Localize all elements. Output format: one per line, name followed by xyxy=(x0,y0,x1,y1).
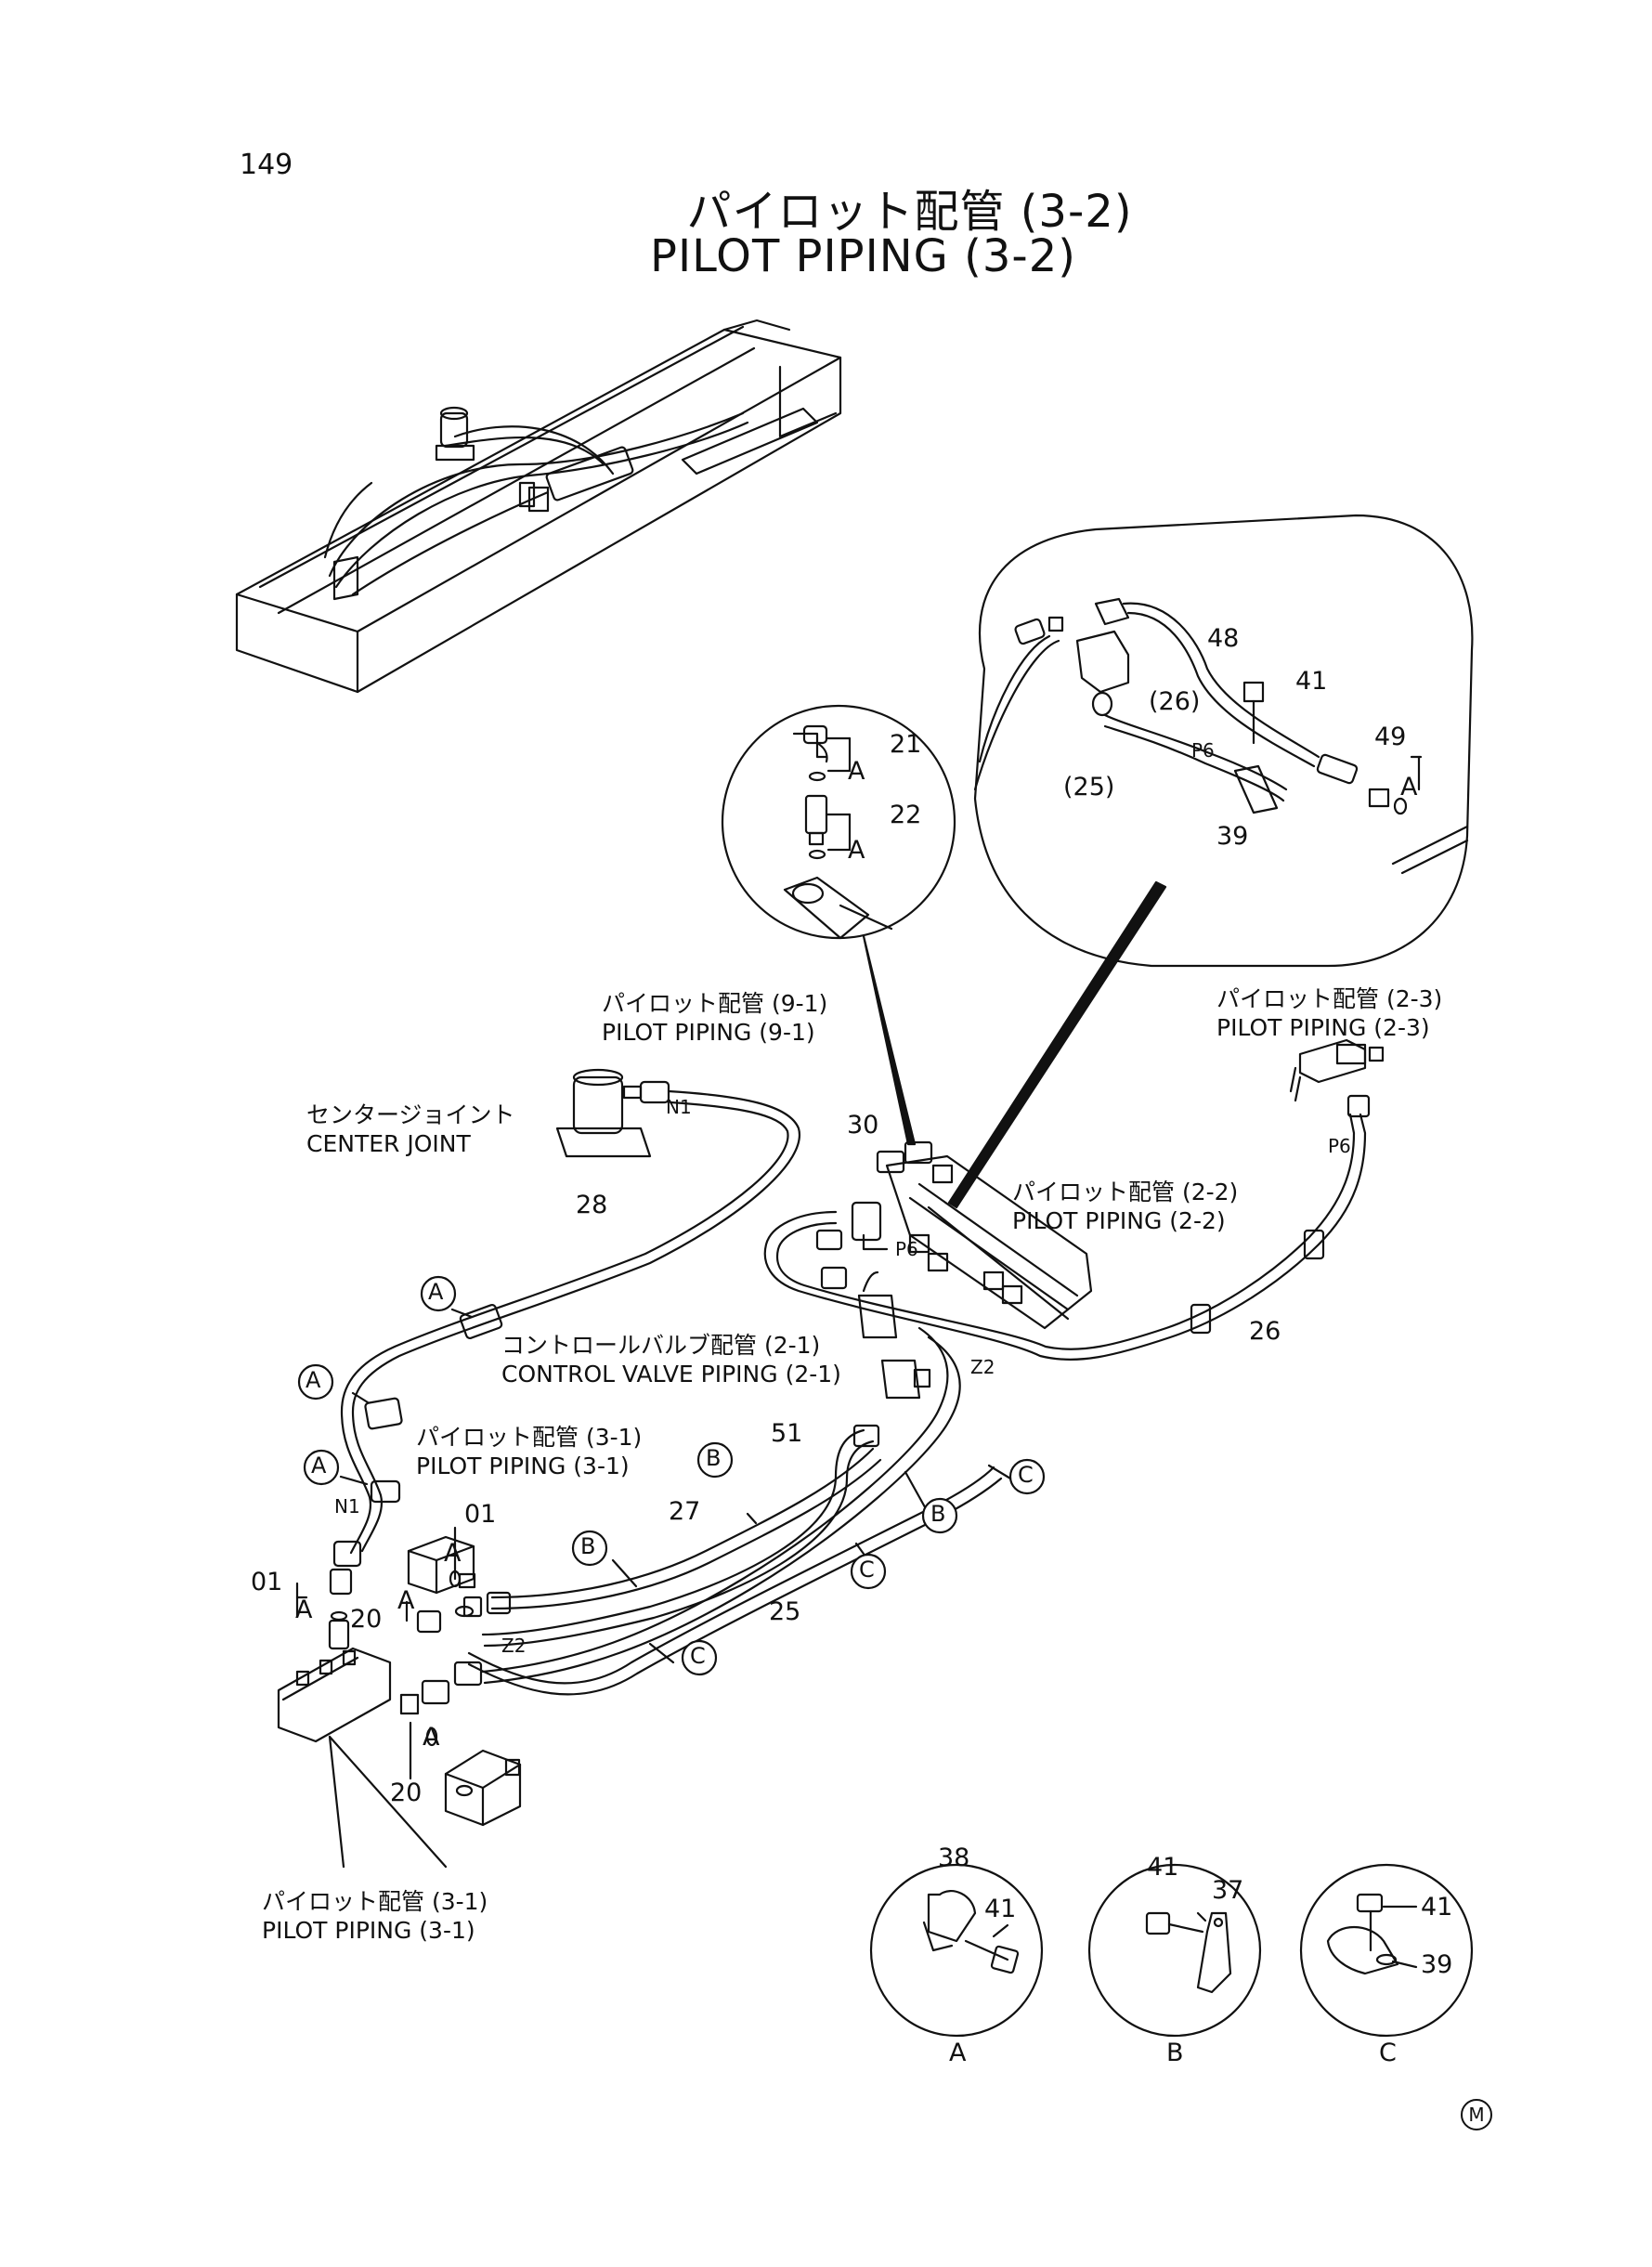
detail-c-part-41: 41 xyxy=(1421,1893,1453,1922)
callout-a-detail-1: A xyxy=(848,757,865,786)
callout-51: 51 xyxy=(771,1419,803,1448)
pipe-51 xyxy=(483,1430,864,1635)
clamp-label-c3: C xyxy=(690,1643,706,1669)
detail-leader-wedge-2 xyxy=(949,882,1165,1207)
control-valve-assembly xyxy=(817,1142,1091,1398)
callout-39-top: 39 xyxy=(1216,822,1249,851)
callout-25: 25 xyxy=(769,1597,801,1626)
callout-n1-top: N1 xyxy=(666,1096,692,1118)
clamp-label-b3: B xyxy=(930,1501,946,1527)
detail-a-part-38: 38 xyxy=(938,1844,970,1872)
detail-leader-wedge xyxy=(864,936,915,1144)
clamp-label-c1: C xyxy=(1018,1462,1034,1488)
clamp-label-a2: A xyxy=(306,1367,321,1393)
callout-n1-left: N1 xyxy=(334,1495,360,1518)
callout-26-paren: (26) xyxy=(1149,687,1201,716)
label-pilot-piping-3-1b-jp: パイロット配管 (3-1) xyxy=(262,1888,488,1915)
callout-p6-right: P6 xyxy=(1328,1135,1351,1157)
callout-01-left: 01 xyxy=(251,1568,283,1596)
callout-27: 27 xyxy=(669,1497,701,1526)
clamp-marker-b1 xyxy=(698,1443,732,1477)
callout-a-49: A xyxy=(1400,773,1418,801)
clamp-label-b2: B xyxy=(580,1533,596,1559)
label-pilot-piping-3-1-jp: パイロット配管 (3-1) xyxy=(416,1424,643,1451)
detail-a-part-41: 41 xyxy=(984,1895,1017,1923)
detail-b-part-37: 37 xyxy=(1212,1876,1244,1905)
callout-28: 28 xyxy=(576,1191,608,1219)
callout-01-mid: 01 xyxy=(464,1500,497,1529)
clamp-marker-a2 xyxy=(299,1365,332,1399)
pilot-valve-2-3 xyxy=(1291,1040,1383,1101)
detail-c-label: C xyxy=(1379,2039,1397,2067)
clamp-label-a3: A xyxy=(311,1453,327,1479)
footer-circled-mark: M xyxy=(1461,2099,1492,2130)
clamp-marker-a1 xyxy=(422,1277,455,1310)
detail-b-label: B xyxy=(1166,2039,1184,2067)
detail-oval-upper-right xyxy=(975,515,1472,966)
label-pilot-piping-2-2-jp: パイロット配管 (2-2) xyxy=(1012,1179,1239,1205)
callout-a-20-bottom: A xyxy=(423,1723,440,1752)
label-center-joint-en: CENTER JOINT xyxy=(306,1130,471,1157)
label-pilot-piping-3-1b-en: PILOT PIPING (3-1) xyxy=(262,1917,475,1944)
callout-20-mid: 20 xyxy=(350,1605,383,1634)
callout-48: 48 xyxy=(1207,624,1240,653)
detail-c-part-39: 39 xyxy=(1421,1950,1453,1979)
callout-22: 22 xyxy=(890,801,922,829)
clamp-marker-b3 xyxy=(923,1499,956,1532)
clamp-marker-c3 xyxy=(683,1641,716,1674)
detail-circle-fittings xyxy=(722,706,955,938)
pipe-25 xyxy=(469,1467,994,1683)
pipe-26 xyxy=(765,1114,1365,1360)
detail-view-a-drawing xyxy=(871,1865,1042,2036)
label-pilot-piping-9-1-en: PILOT PIPING (9-1) xyxy=(602,1019,815,1046)
label-control-valve-jp: コントロールバルブ配管 (2-1) xyxy=(501,1332,821,1359)
clamp-marker-b2 xyxy=(573,1531,606,1565)
callout-p6-mid: P6 xyxy=(895,1238,918,1260)
callout-25-paren: (25) xyxy=(1063,773,1115,801)
machine-overview-drawing xyxy=(237,320,840,692)
callout-26: 26 xyxy=(1249,1317,1281,1346)
callout-30: 30 xyxy=(847,1111,879,1140)
label-pilot-piping-2-3-en: PILOT PIPING (2-3) xyxy=(1216,1014,1430,1041)
page-number: 149 xyxy=(240,149,293,181)
detail-view-c-drawing xyxy=(1301,1865,1472,2036)
callout-a-01-left: A xyxy=(295,1596,313,1624)
pilot-manifold-3-1 xyxy=(279,1612,390,1741)
detail-view-b-drawing xyxy=(1089,1865,1260,2036)
clamp-label-a1: A xyxy=(428,1279,444,1305)
callout-a-detail-2: A xyxy=(848,836,865,865)
callout-41-top: 41 xyxy=(1295,667,1328,696)
clamp-label-b1: B xyxy=(706,1445,722,1471)
callout-a-20-mid: A xyxy=(397,1586,415,1615)
clamp-marker-c1 xyxy=(1010,1460,1044,1493)
label-pilot-piping-3-1-en: PILOT PIPING (3-1) xyxy=(416,1453,630,1479)
label-pilot-piping-2-3-jp: パイロット配管 (2-3) xyxy=(1216,985,1443,1012)
callout-a-01-mid: A xyxy=(444,1539,462,1568)
label-pilot-piping-9-1-jp: パイロット配管 (9-1) xyxy=(602,990,828,1017)
callout-21: 21 xyxy=(890,730,922,759)
label-center-joint-jp: センタージョイント xyxy=(306,1101,515,1128)
page-title-en: PILOT PIPING (3-2) xyxy=(650,230,1076,282)
callout-20-bottom: 20 xyxy=(390,1778,423,1807)
label-pilot-piping-2-2-en: PILOT PIPING (2-2) xyxy=(1012,1207,1226,1234)
page-title-jp: パイロット配管 (3-2) xyxy=(686,186,1133,238)
detail-b-part-41: 41 xyxy=(1147,1853,1179,1882)
callout-z2-top: Z2 xyxy=(970,1356,995,1378)
label-control-valve-en: CONTROL VALVE PIPING (2-1) xyxy=(501,1361,841,1388)
clamp-marker-a3 xyxy=(305,1451,338,1484)
callout-p6-top: P6 xyxy=(1191,739,1215,762)
callout-49: 49 xyxy=(1374,723,1407,751)
clamp-marker-c2 xyxy=(852,1555,885,1588)
clamp-label-c2: C xyxy=(859,1557,875,1583)
pipe-27 xyxy=(492,1449,873,1597)
detail-a-label: A xyxy=(949,2039,967,2067)
callout-z2-bottom: Z2 xyxy=(501,1635,527,1657)
